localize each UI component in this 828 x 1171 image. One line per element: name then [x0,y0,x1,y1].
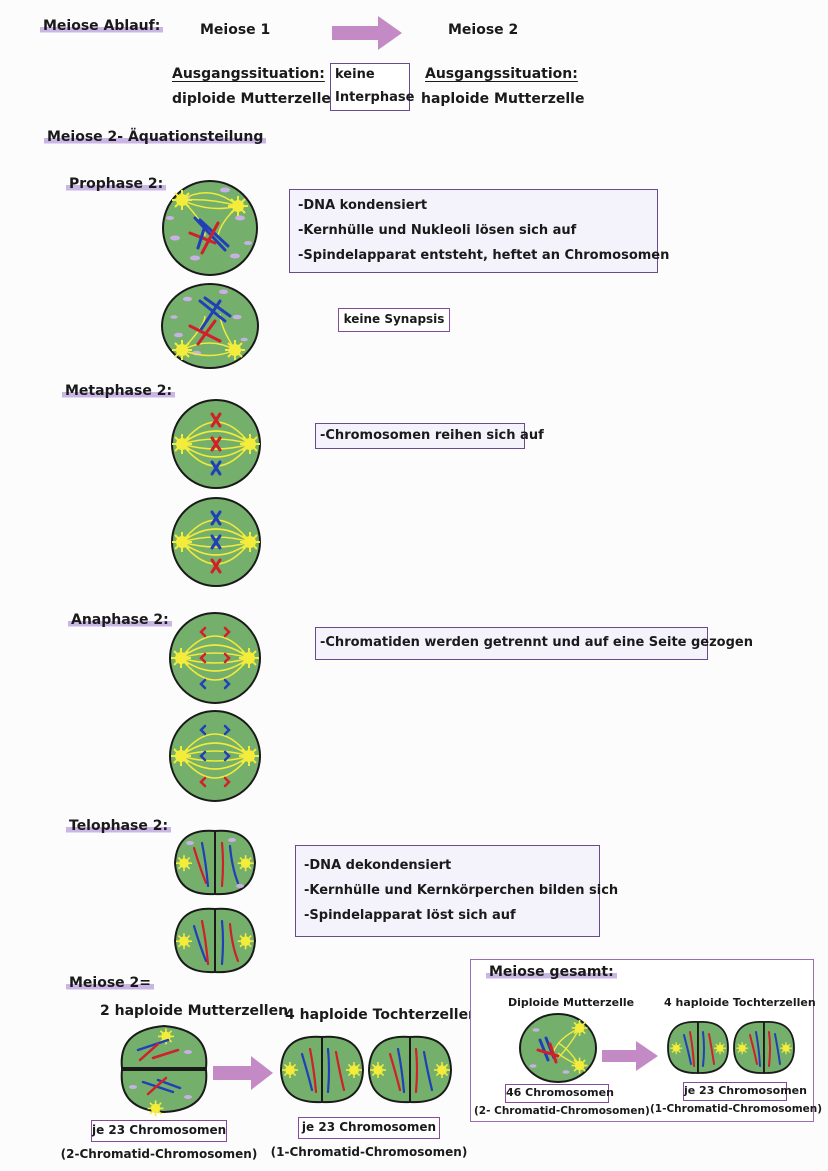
gesamt-daughter-cells-1 [667,1021,729,1074]
summary-daughter-cells-2 [367,1035,453,1104]
telophase-note-3: -Spindelapparat löst sich auf [304,908,516,923]
anaphase-note: -Chromatiden werden getrennt und auf ein… [320,635,753,650]
gesamt-right-sub: (1-Chromatid-Chromosomen) [650,1103,823,1115]
gesamt-left-sub: (2- Chromatid-Chromosomen) [474,1105,650,1117]
telophase-notes-box: -DNA dekondensiert -Kernhülle und Kernkö… [295,845,618,937]
anaphase-cell-2 [169,710,261,802]
telophase-note-2: -Kernhülle und Kernkörperchen bilden sic… [304,883,619,898]
summary-mother-cells [120,1024,208,1118]
metaphase-cell-1 [171,399,261,489]
prophase-cell-2 [161,283,259,369]
gesamt-right-title: 4 haploide Tochterzellen [664,996,816,1009]
summary-left-title: 2 haploide Mutterzellen [100,1003,289,1019]
keine-synapsis-box: keine Synapsis [338,308,450,332]
gesamt-mother-cell [519,1013,597,1083]
metaphase-cell-2 [171,497,261,587]
ausgang-2-value: haploide Mutterzelle [421,91,585,107]
prophase-note-1: -DNA kondensiert [298,198,428,213]
gesamt-title: Meiose gesamt: [486,964,617,980]
prophase-cell-1 [162,180,258,276]
summary-label: Meiose 2= [66,975,155,991]
summary-right-sub: (1-Chromatid-Chromosomen) [270,1145,468,1159]
meiose-1-label: Meiose 1 [200,22,271,38]
summary-right-box: je 23 Chromosomen [298,1117,440,1139]
metaphase-note: -Chromosomen reihen sich auf [320,428,544,443]
summary-right-title: 4 haploide Tochterzellen [285,1007,479,1023]
telophase-note-1: -DNA dekondensiert [304,858,452,873]
anaphase-cell-1 [169,612,261,704]
gesamt-left-title: Diploide Mutterzelle [508,996,635,1009]
gesamt-arrow [602,1041,658,1071]
summary-left-box: je 23 Chromosomen [91,1120,227,1142]
ausgang-1-value: diploide Mutterzelle [172,91,331,107]
flow-title: Meiose Ablauf: [40,18,164,34]
section-title: Meiose 2- Äquationsteilung [44,129,267,145]
ausgang-1-label: Ausgangssituation: [172,66,325,82]
anaphase-label: Anaphase 2: [68,612,172,628]
metaphase-note-box: -Chromosomen reihen sich auf [315,423,544,449]
gesamt-daughter-cells-2 [733,1021,795,1074]
telophase-cell-2 [173,907,257,974]
summary-daughter-cells-1 [279,1035,365,1104]
summary-left-sub: (2-Chromatid-Chromosomen) [60,1147,258,1161]
telophase-cell-1 [173,829,257,896]
summary-arrow [213,1056,273,1090]
meiose-2-label: Meiose 2 [448,22,519,38]
prophase-note-3: -Spindelapparat entsteht, heftet an Chro… [298,248,670,263]
metaphase-label: Metaphase 2: [62,383,176,399]
telophase-label: Telophase 2: [66,818,172,834]
keine-interphase-box: keine Interphase [330,63,414,111]
ausgang-2-label: Ausgangssituation: [425,66,578,82]
anaphase-note-box: -Chromatiden werden getrennt und auf ein… [315,627,753,660]
interphase-text: Interphase [335,90,415,105]
gesamt-left-box: 46 Chromosomen [505,1084,614,1103]
keine-text: keine [335,67,375,82]
prophase-notes-box: -DNA kondensiert -Kernhülle und Nukleoli… [289,189,669,273]
gesamt-right-box: je 23 Chromosomen [683,1082,807,1101]
prophase-label: Prophase 2: [66,176,167,192]
prophase-note-2: -Kernhülle und Nukleoli lösen sich auf [298,223,577,238]
flow-arrow [332,16,402,50]
